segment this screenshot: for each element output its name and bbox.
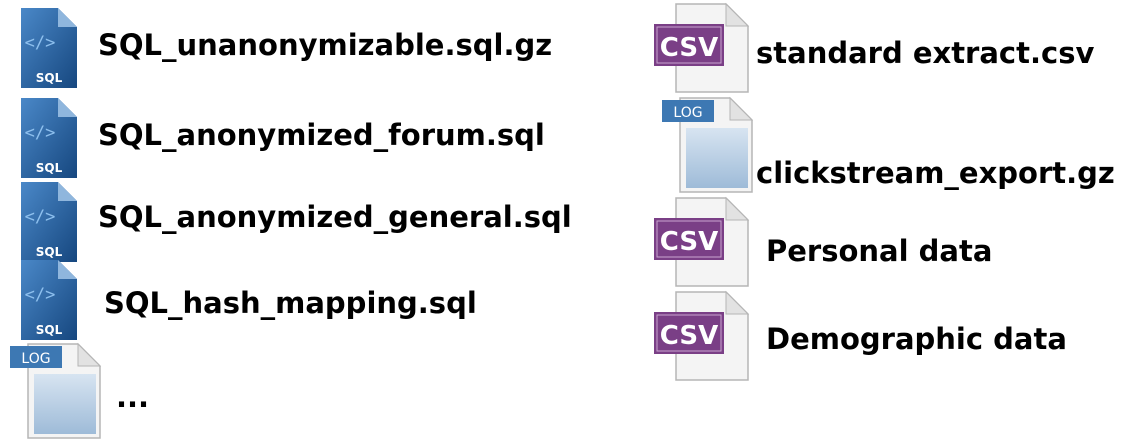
file-name: SQL_anonymized_forum.sql	[98, 118, 545, 152]
svg-text:CSV: CSV	[660, 227, 718, 257]
file-name: SQL_anonymized_general.sql	[98, 200, 572, 234]
sql-file-icon: </> SQL	[18, 6, 80, 90]
sql-file-icon: </> SQL	[18, 180, 80, 264]
svg-text:CSV: CSV	[660, 33, 718, 63]
svg-text:SQL: SQL	[36, 245, 63, 259]
file-name: Personal data	[766, 234, 993, 268]
sql-file-icon: </> SQL	[18, 258, 80, 342]
svg-text:</>: </>	[25, 33, 56, 53]
file-name: clickstream_export.gz	[756, 156, 1115, 190]
file-name: standard extract.csv	[756, 36, 1095, 70]
file-name: SQL_hash_mapping.sql	[104, 286, 477, 320]
svg-text:LOG: LOG	[673, 105, 702, 121]
svg-text:LOG: LOG	[21, 351, 50, 367]
csv-file-icon: CSV	[652, 196, 752, 288]
svg-text:SQL: SQL	[36, 323, 63, 337]
file-name: ...	[116, 380, 150, 414]
svg-text:CSV: CSV	[660, 321, 718, 351]
csv-file-icon: CSV	[652, 2, 752, 94]
sql-file-icon: </> SQL	[18, 96, 80, 180]
svg-text:</>: </>	[25, 285, 56, 305]
csv-file-icon: CSV	[652, 290, 752, 382]
svg-text:SQL: SQL	[36, 161, 63, 175]
svg-text:SQL: SQL	[36, 71, 63, 85]
file-name: Demographic data	[766, 322, 1067, 356]
file-name: SQL_unanonymizable.sql.gz	[98, 28, 553, 62]
log-file-icon: LOG	[8, 342, 104, 440]
svg-text:</>: </>	[25, 123, 56, 143]
svg-text:</>: </>	[25, 207, 56, 227]
log-file-icon: LOG	[660, 96, 756, 194]
